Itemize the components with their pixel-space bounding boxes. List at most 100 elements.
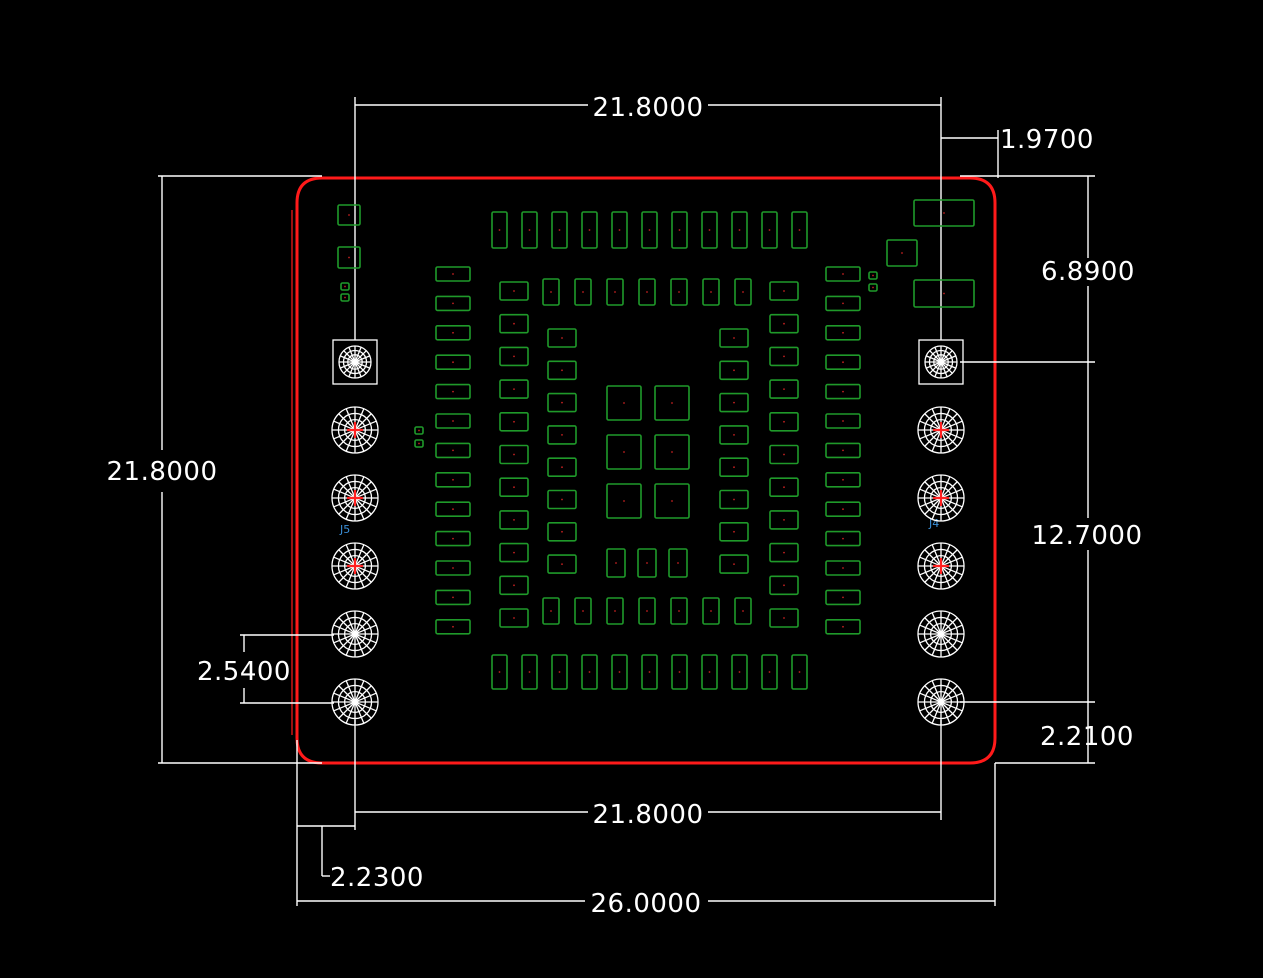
left-edge-pad (435, 560, 471, 576)
bottom-edge-pad (491, 654, 508, 690)
center-lower-pad (668, 548, 688, 578)
pad-center-mark (513, 551, 515, 554)
bottom-edge-pad (611, 654, 628, 690)
top-edge-pad (641, 211, 658, 249)
inner-left-pad (499, 477, 529, 498)
center-lower-pad (637, 548, 657, 578)
pad-center-mark (528, 229, 531, 231)
pad-center-mark (671, 402, 673, 404)
ring2-left-pad (547, 425, 577, 445)
small-pad (868, 283, 878, 292)
pad-center-mark (452, 331, 454, 334)
through-hole-pins (331, 339, 965, 726)
inner-top-pad (542, 278, 560, 306)
center-lower-pad (606, 548, 626, 578)
pad-center-mark (678, 229, 681, 231)
center-thermal-pad (654, 434, 690, 470)
inner-left-pad (499, 542, 529, 563)
pad-center-mark (561, 434, 563, 436)
pad-center-mark (842, 449, 844, 452)
round-pin-hole (331, 542, 379, 590)
inner-left-pad (499, 510, 529, 530)
inner-bottom-pad (638, 597, 656, 625)
ref-label-left-header: J5 (339, 523, 350, 536)
ring2-right-pad (719, 521, 749, 542)
pad-center-mark (513, 617, 515, 619)
left-edge-pad (435, 471, 471, 488)
pad-center-mark (344, 285, 346, 288)
pad-center-mark (588, 671, 591, 673)
inner-right-pad (769, 346, 799, 367)
pad-center-mark (783, 355, 785, 358)
pad-center-mark (618, 671, 621, 673)
pad-center-mark (561, 498, 563, 501)
ring2-right-pad (719, 360, 749, 381)
pad-center-mark (783, 388, 785, 390)
right-edge-pad (825, 266, 861, 282)
top-edge-pad (581, 211, 598, 249)
bottom-edge-pad (731, 654, 748, 690)
dim-right-top-offset: 6.8900 (1041, 257, 1135, 287)
pad-center-mark (678, 291, 680, 293)
left-edge-pad (435, 442, 471, 459)
pad-center-mark (513, 290, 515, 292)
round-pin-hole (917, 610, 965, 658)
pad-center-mark (842, 567, 844, 569)
inner-left-pad (499, 346, 529, 367)
round-pin-hole (331, 678, 379, 726)
pad-center-mark (513, 453, 515, 456)
pad-center-mark (783, 617, 785, 619)
copper-pads (337, 199, 975, 690)
dim-bottom-inner-width: 21.8000 (592, 800, 703, 830)
pad-center-mark (733, 337, 735, 339)
pad-center-mark (783, 551, 785, 554)
small-pad (868, 271, 878, 280)
pad-center-mark (872, 274, 874, 277)
pad-center-mark (513, 486, 515, 489)
pad-center-mark (783, 519, 785, 521)
pad-center-mark (733, 563, 735, 565)
top-edge-pad (611, 211, 628, 249)
pad-center-mark (623, 451, 625, 453)
top-edge-pad (761, 211, 778, 249)
right-edge-pad (825, 383, 861, 400)
top-edge-pad (551, 211, 568, 249)
pad-center-mark (452, 361, 454, 364)
pad-center-mark (513, 584, 515, 587)
round-pin-hole (917, 474, 965, 522)
pad-center-mark (452, 537, 454, 540)
pad-center-mark (708, 229, 711, 231)
bottom-edge-pad (641, 654, 658, 690)
pad-center-mark (550, 610, 552, 612)
pad-center-mark (783, 290, 785, 292)
inner-left-pad (499, 281, 529, 301)
pad-center-mark (842, 390, 844, 393)
pad-center-mark (561, 369, 563, 372)
pad-center-mark (561, 466, 563, 469)
dim-left-height: 21.8000 (106, 457, 217, 487)
pad-center-mark (710, 610, 712, 612)
pad-center-mark (452, 302, 454, 305)
inner-bottom-pad (670, 597, 688, 625)
ring2-left-pad (547, 521, 577, 542)
left-edge-pad (435, 589, 471, 606)
pad-center-mark (783, 322, 785, 325)
pad-center-mark (561, 401, 563, 404)
inner-right-pad (769, 575, 799, 596)
pad-center-mark (708, 671, 711, 673)
center-thermal-pad (606, 434, 642, 470)
pad-center-mark (452, 508, 454, 511)
pad-center-mark (452, 567, 454, 569)
inner-left-pad (499, 444, 529, 465)
right-edge-pad (825, 324, 861, 341)
pad-center-mark (798, 671, 801, 673)
pad-center-mark (561, 530, 563, 533)
pad-center-mark (452, 449, 454, 452)
inner-right-pad (769, 608, 799, 628)
component-pad (886, 239, 918, 267)
pad-center-mark (348, 256, 350, 259)
pad-center-mark (623, 500, 625, 502)
pad-center-mark (768, 229, 771, 231)
inner-right-pad (769, 477, 799, 498)
pad-center-mark (842, 361, 844, 364)
